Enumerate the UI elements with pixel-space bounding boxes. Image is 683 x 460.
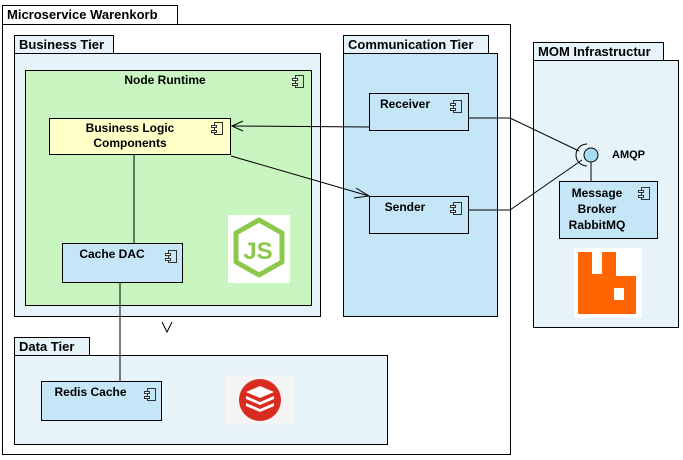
receiver-to-logic-arrow bbox=[231, 125, 370, 128]
svg-text:JS: JS bbox=[243, 238, 272, 265]
business-logic-box bbox=[49, 118, 231, 155]
cache-dac-box bbox=[62, 243, 183, 283]
sender-box bbox=[369, 196, 469, 234]
broker-box bbox=[559, 181, 658, 239]
rabbitmq-logo bbox=[574, 248, 642, 318]
redis-cache-box bbox=[41, 381, 162, 421]
microservice-title: Microservice Warenkorb bbox=[2, 5, 178, 25]
redis-cache-component-icon bbox=[144, 388, 156, 401]
tier-dependency-arrow bbox=[161, 321, 173, 334]
broker-label-3: RabbitMQ bbox=[568, 218, 626, 232]
broker-component-icon bbox=[638, 187, 650, 200]
receiver-box bbox=[369, 93, 469, 131]
business-logic-component-icon bbox=[211, 122, 223, 135]
node-runtime-component-icon bbox=[292, 75, 304, 88]
sender-label: Sender bbox=[384, 200, 426, 214]
broker-label-2: Broker bbox=[577, 202, 617, 216]
amqp-label: AMQP bbox=[612, 149, 645, 161]
business-tier-title: Business Tier bbox=[14, 35, 114, 54]
business-logic-label-2: Components bbox=[93, 136, 167, 150]
business-logic-label-1: Business Logic bbox=[85, 121, 175, 135]
amqp-socket bbox=[575, 143, 588, 167]
receiver-component-icon bbox=[450, 100, 462, 113]
mom-title: MOM Infrastructur bbox=[533, 42, 664, 61]
cache-dac-component-icon bbox=[165, 250, 177, 263]
data-tier-title: Data Tier bbox=[14, 337, 90, 356]
redis-logo bbox=[226, 375, 294, 425]
nodejs-logo: JS bbox=[228, 215, 290, 283]
amqp-interface-icon bbox=[583, 147, 599, 163]
communication-tier-title: Communication Tier bbox=[343, 35, 489, 54]
broker-label-1: Message bbox=[571, 186, 623, 200]
receiver-label: Receiver bbox=[379, 97, 431, 111]
logic-to-sender-arrow bbox=[230, 155, 370, 197]
cache-dac-label: Cache DAC bbox=[79, 247, 145, 261]
node-runtime-title: Node Runtime bbox=[124, 73, 206, 87]
redis-cache-label: Redis Cache bbox=[54, 385, 127, 399]
sender-component-icon bbox=[450, 202, 462, 215]
